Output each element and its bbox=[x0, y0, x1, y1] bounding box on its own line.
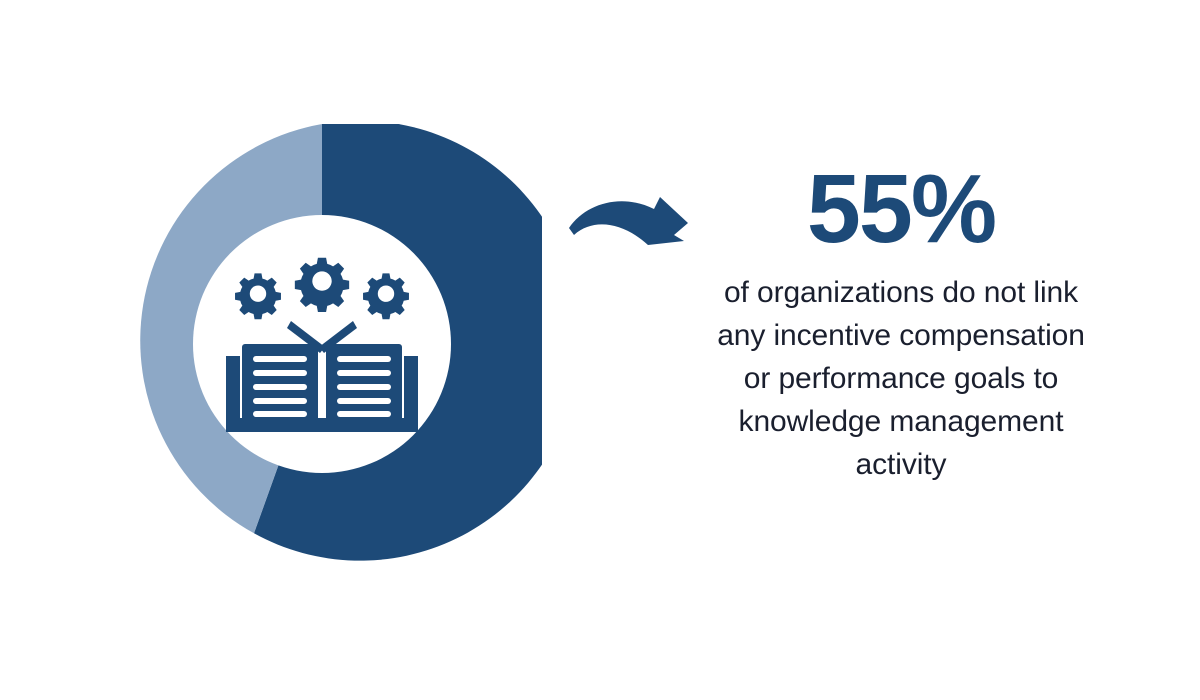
knowledge-icon-svg bbox=[226, 257, 418, 432]
arrow-svg bbox=[569, 197, 688, 245]
book-lines-right bbox=[337, 356, 391, 417]
stat-description: of organizations do not link any incenti… bbox=[717, 276, 1085, 481]
curved-right-arrow-icon bbox=[566, 183, 706, 257]
gear-right-icon bbox=[363, 273, 409, 320]
open-book-icon bbox=[226, 344, 418, 432]
gear-left-icon bbox=[235, 273, 281, 320]
stat-value: 55% bbox=[806, 154, 997, 263]
book-lines-left bbox=[253, 356, 307, 417]
gear-center-icon bbox=[294, 257, 350, 313]
arrow-shape bbox=[569, 197, 688, 245]
stat-panel: 55% of organizations do not link any inc… bbox=[706, 160, 1096, 486]
gears-and-open-book-icon bbox=[192, 214, 452, 474]
